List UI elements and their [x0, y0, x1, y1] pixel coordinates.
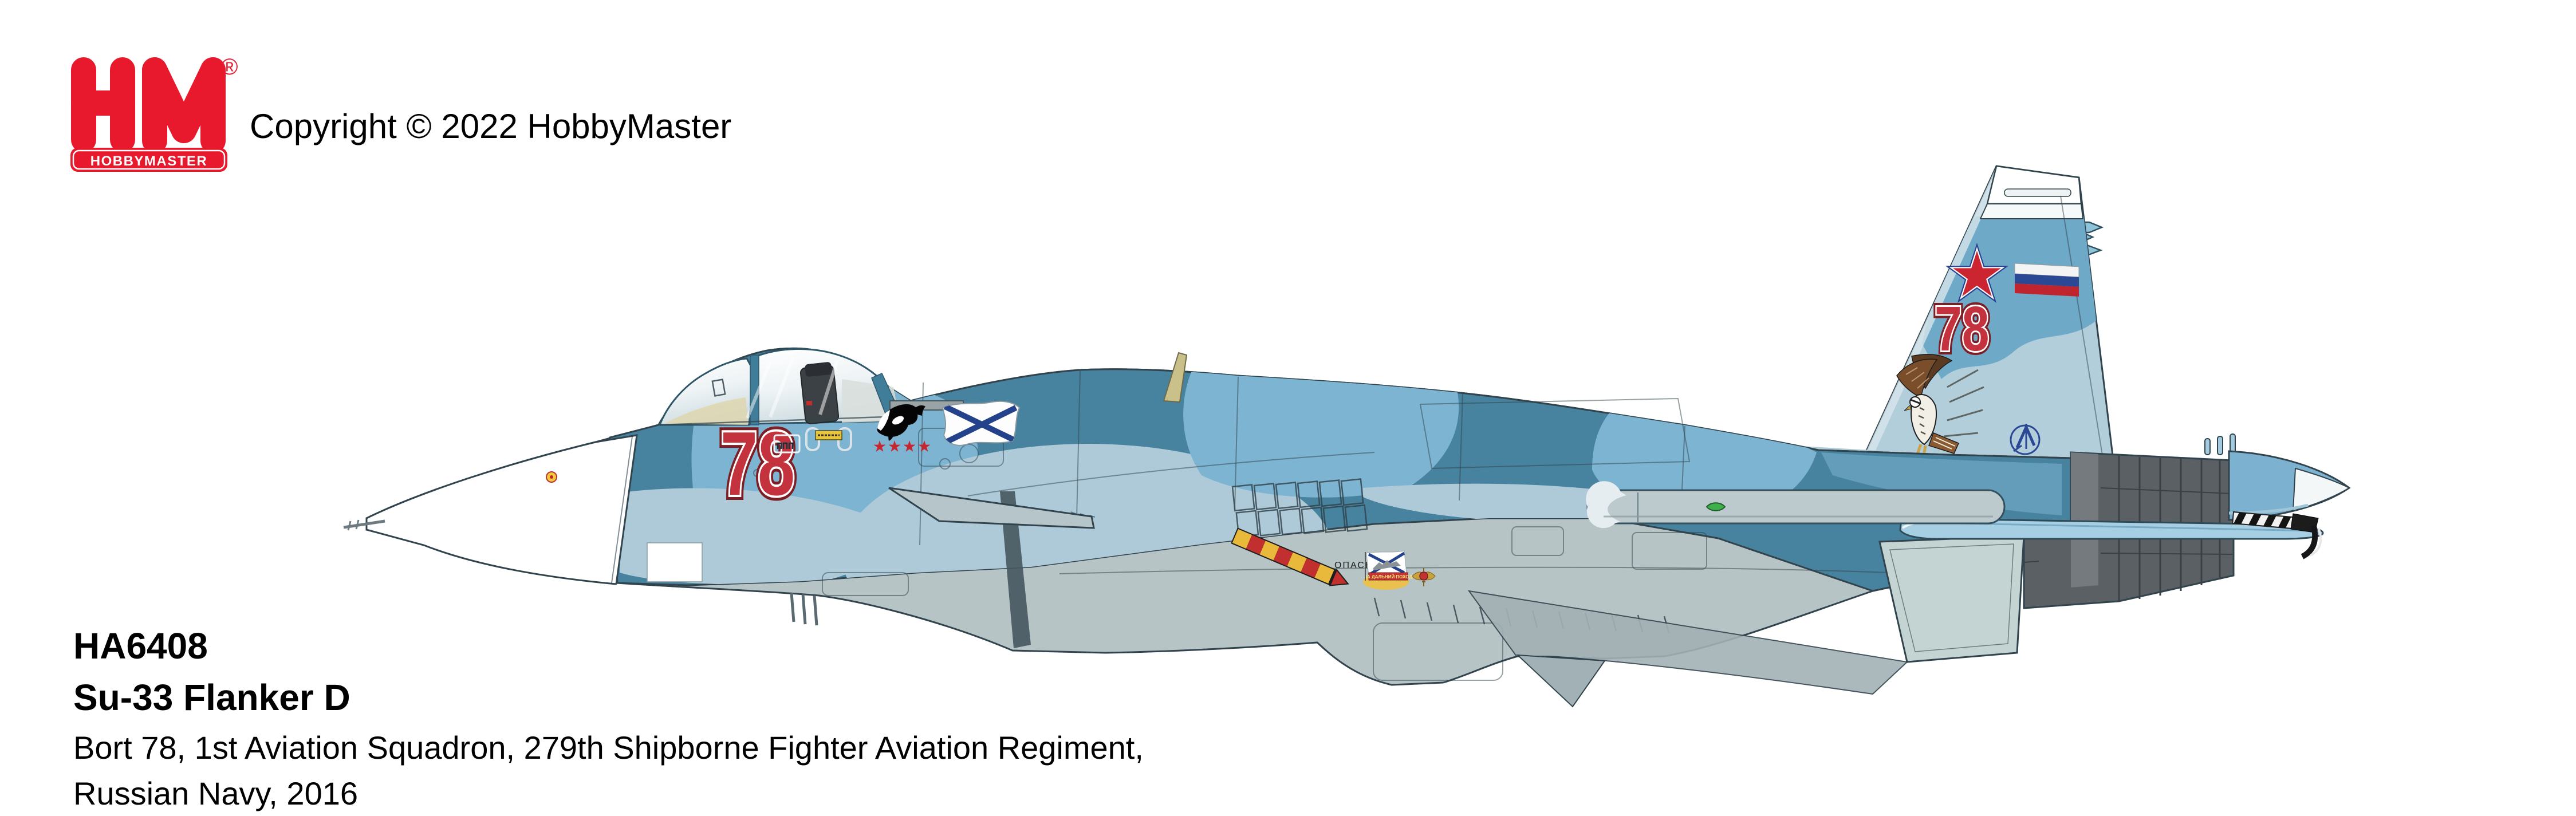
arresting-hook: [2232, 511, 2322, 559]
cockpit-sill: [659, 415, 917, 426]
svg-text:78: 78: [1935, 294, 1989, 364]
nav-light-green: [1705, 502, 1726, 511]
hud-frame: [711, 379, 726, 397]
bort-number: 78 78: [716, 409, 799, 519]
copyright-text: Copyright © 2022 HobbyMaster: [250, 107, 732, 145]
hobbymaster-logo: ® HOBBYMASTER: [70, 53, 242, 174]
gear-door-outline: [1373, 622, 1503, 681]
sukhoi-logo: [2010, 423, 2041, 455]
svg-text:78: 78: [720, 413, 795, 514]
russian-flag-decal: [2014, 263, 2079, 297]
intake-fod-screen: [1231, 478, 1368, 538]
canard: [888, 487, 1095, 529]
chin-antennas: [790, 593, 818, 626]
ventral-strake: [1516, 654, 1606, 708]
fin-camo-patch: [1922, 216, 2096, 379]
tail-number: 78 78: [1931, 290, 1993, 368]
svg-text:78: 78: [1935, 294, 1989, 364]
orca-decal: [877, 404, 925, 441]
danger-chevron: [1231, 527, 1349, 586]
wordmark: HOBBYMASTER: [90, 153, 208, 169]
registered-mark: ®: [221, 54, 238, 80]
hm-monogram: [71, 57, 226, 153]
wordmark-plate-border: [72, 149, 226, 170]
spine-antenna: [1163, 352, 1188, 403]
pitot-probe: [343, 519, 385, 531]
description-line-1: Bort 78, 1st Aviation Squadron, 279th Sh…: [73, 730, 1144, 766]
product-title: Su-33 Flanker D: [73, 677, 350, 718]
wing-underside: [1467, 590, 1909, 695]
eagle-artwork: [1896, 353, 1984, 463]
sku: HA6408: [73, 625, 208, 667]
description-line-2: Russian Navy, 2016: [73, 775, 358, 811]
fin-light-slot: [2004, 188, 2071, 197]
intake-mouth: [1000, 491, 1031, 648]
maintenance-placard: [805, 427, 852, 451]
access-panel-comb: [773, 434, 801, 454]
boom-antennas: [2204, 433, 2236, 455]
caption-block: HA6408 Su-33 Flanker D Bort 78, 1st Avia…: [73, 628, 1144, 810]
radome: [365, 434, 745, 608]
wings-emblem: [1412, 568, 1436, 586]
fin-tip-fairing: [1986, 165, 2082, 205]
ejection-seat: [799, 362, 840, 424]
st-andrew-flag-decal: [942, 400, 1021, 446]
wordmark-plate: [70, 148, 227, 172]
hm-logo-icon: ® HOBBYMASTER: [70, 54, 238, 172]
svg-text:78: 78: [720, 413, 795, 514]
badge-ribbon-label: ЗА ДАЛЬНИЙ ПОХОД: [1364, 574, 1412, 580]
inner-flap-panel: [1878, 535, 2025, 663]
panel-lines: [753, 370, 1890, 681]
cruise-badge: ЗА ДАЛЬНИЙ ПОХОД: [1363, 550, 1412, 590]
wingtip-missile-rail: [1586, 481, 2006, 529]
